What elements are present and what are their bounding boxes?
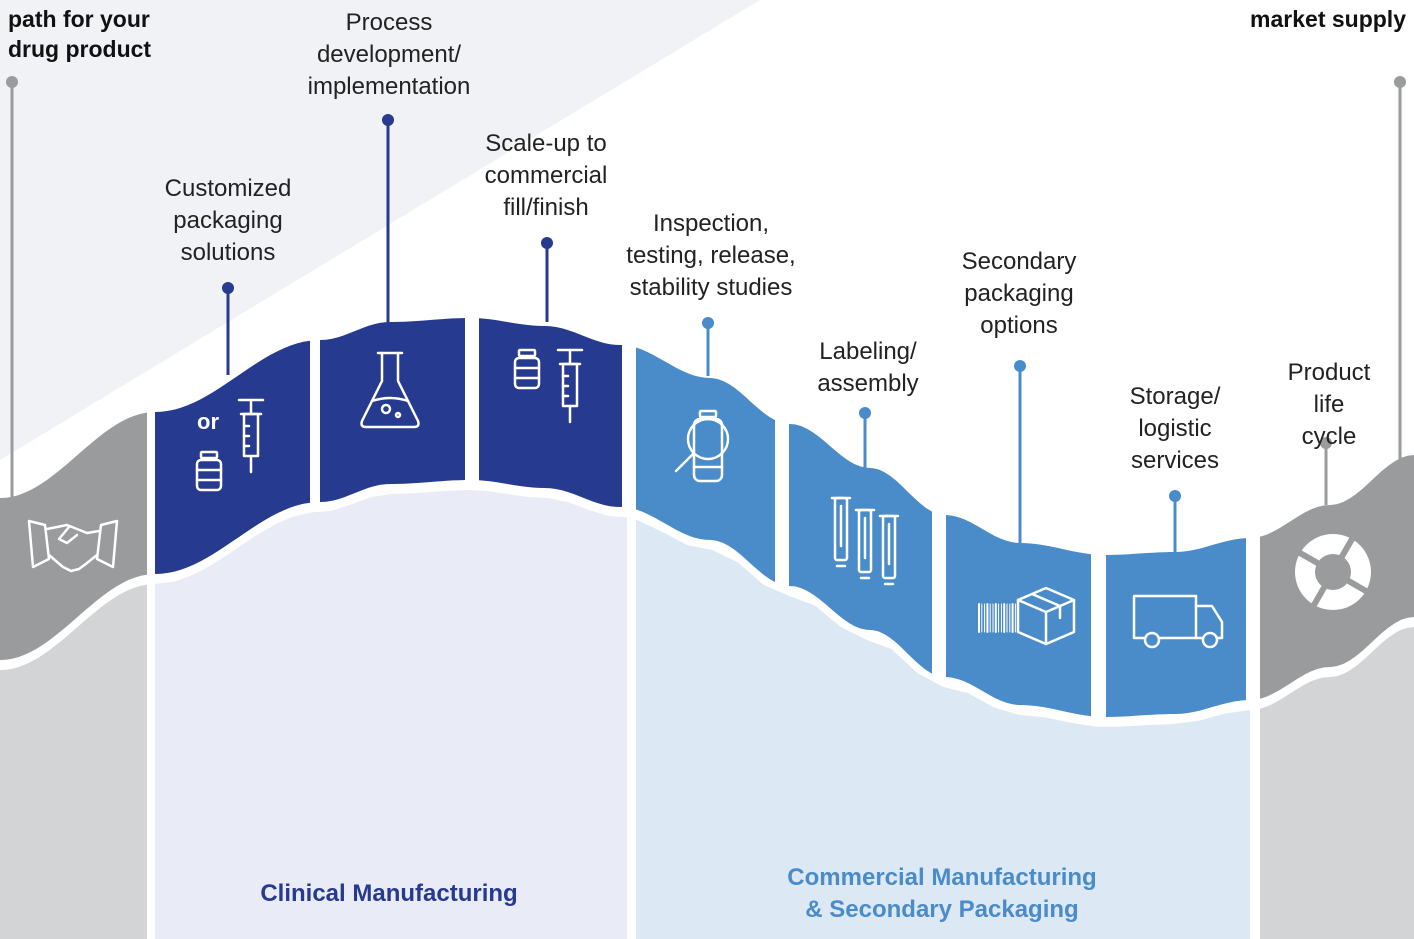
vial-magnifier-icon [674,409,730,483]
step-label-inspection-testing: Inspection, testing, release, stability … [626,210,796,301]
pin-end [1394,76,1406,470]
commercial-region-bg [636,519,1250,939]
block-customized-packaging [155,340,310,574]
step-label-labeling-assembly: Labeling/ assembly [817,338,919,397]
pin-secondary-packaging [1014,360,1026,543]
barcode-box-icon [978,586,1076,646]
handshake-icon [27,519,119,573]
pin-life-cycle [1320,437,1332,505]
step-label-customized-packaging: Customized packaging solutions [164,175,292,266]
cycle-icon [1295,534,1371,610]
clinical-region-bg [155,490,627,939]
block-storage [1106,538,1246,717]
block-process-development [320,318,465,502]
or-text: or [197,409,219,434]
pin-process-development [382,114,394,326]
block-scale-up [479,318,622,507]
step-label-secondary-packaging: Secondary packaging options [961,248,1077,339]
vial-or-syringe-icon [195,398,265,492]
pin-start [6,76,18,500]
step-label-process-development: Process development/ implementation [307,9,471,100]
step-label-scale-up: Scale-up to commercial fill/finish [484,130,608,221]
truck-icon [1132,594,1224,649]
left-gray-column [0,584,147,939]
pin-customized-packaging [222,282,234,375]
vial-syringe-icon [513,348,584,424]
left-header-title: path for your drug product [8,6,152,62]
pin-scale-up [541,237,553,322]
block-labeling [789,424,932,674]
block-inspection [636,347,775,583]
commercial-manufacturing-title: Commercial Manufacturing & Secondary Pac… [787,864,1097,923]
pin-labeling [859,407,871,470]
step-label-storage-logistic: Storage/ logistic services [1129,383,1221,474]
pin-storage [1169,490,1181,552]
step-label-product-life-cycle: Product life cycle [1287,359,1371,450]
background-triangle [0,0,760,460]
flask-icon [360,351,420,429]
right-gray-column [1260,627,1414,939]
clinical-manufacturing-title: Clinical Manufacturing [260,880,518,907]
pin-inspection [702,317,714,376]
tubes-icon [830,496,900,586]
right-header-title: market supply [1250,6,1406,32]
